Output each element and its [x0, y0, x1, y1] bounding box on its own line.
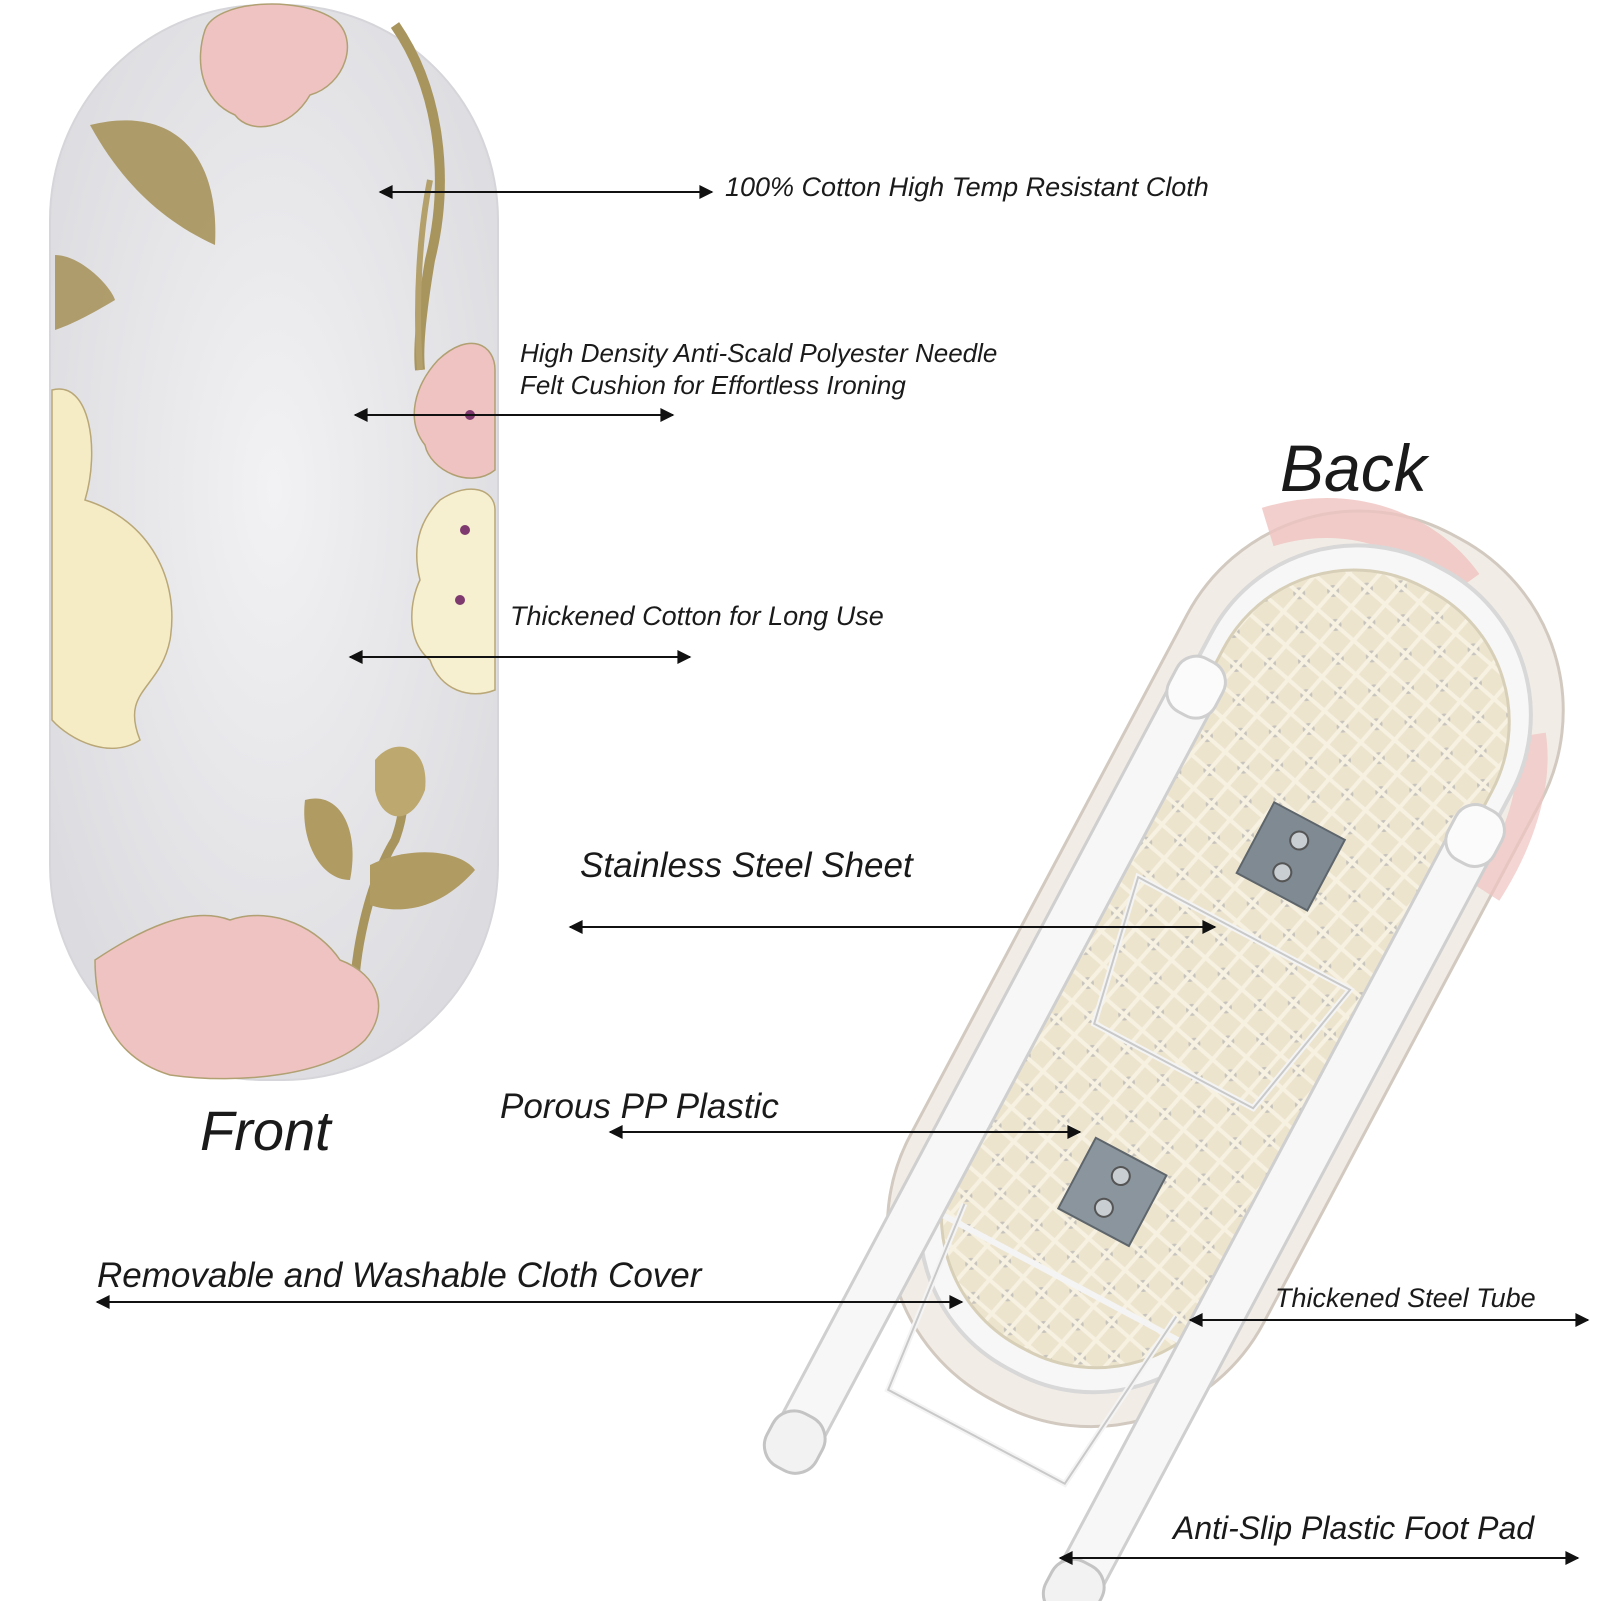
- callout-arrows: [95, 185, 1590, 1565]
- label-felt-cushion-line2: Felt Cushion for Effortless Ironing: [520, 370, 906, 400]
- front-board: [49, 3, 499, 1081]
- label-felt-cushion-line1: High Density Anti-Scald Polyester Needle: [520, 338, 998, 368]
- label-cloth-cover: Removable and Washable Cloth Cover: [97, 1256, 702, 1295]
- label-steel-tube: Thickened Steel Tube: [1275, 1283, 1536, 1313]
- view-title-front: Front: [200, 1099, 331, 1162]
- steel-sheet-top: [1235, 800, 1347, 912]
- back-board: [762, 498, 1565, 1601]
- foot-pad: [762, 1409, 1106, 1601]
- label-foot-pad: Anti-Slip Plastic Foot Pad: [1173, 1510, 1535, 1546]
- view-title-back: Back: [1280, 431, 1427, 505]
- label-pp-plastic: Porous PP Plastic: [500, 1087, 779, 1126]
- label-cotton-cloth: 100% Cotton High Temp Resistant Cloth: [725, 172, 1209, 202]
- label-thickened-cotton: Thickened Cotton for Long Use: [510, 601, 884, 631]
- label-steel-sheet: Stainless Steel Sheet: [580, 846, 913, 885]
- steel-sheet-bottom: [1056, 1136, 1168, 1248]
- label-felt-cushion: High Density Anti-Scald Polyester Needle…: [520, 337, 1080, 401]
